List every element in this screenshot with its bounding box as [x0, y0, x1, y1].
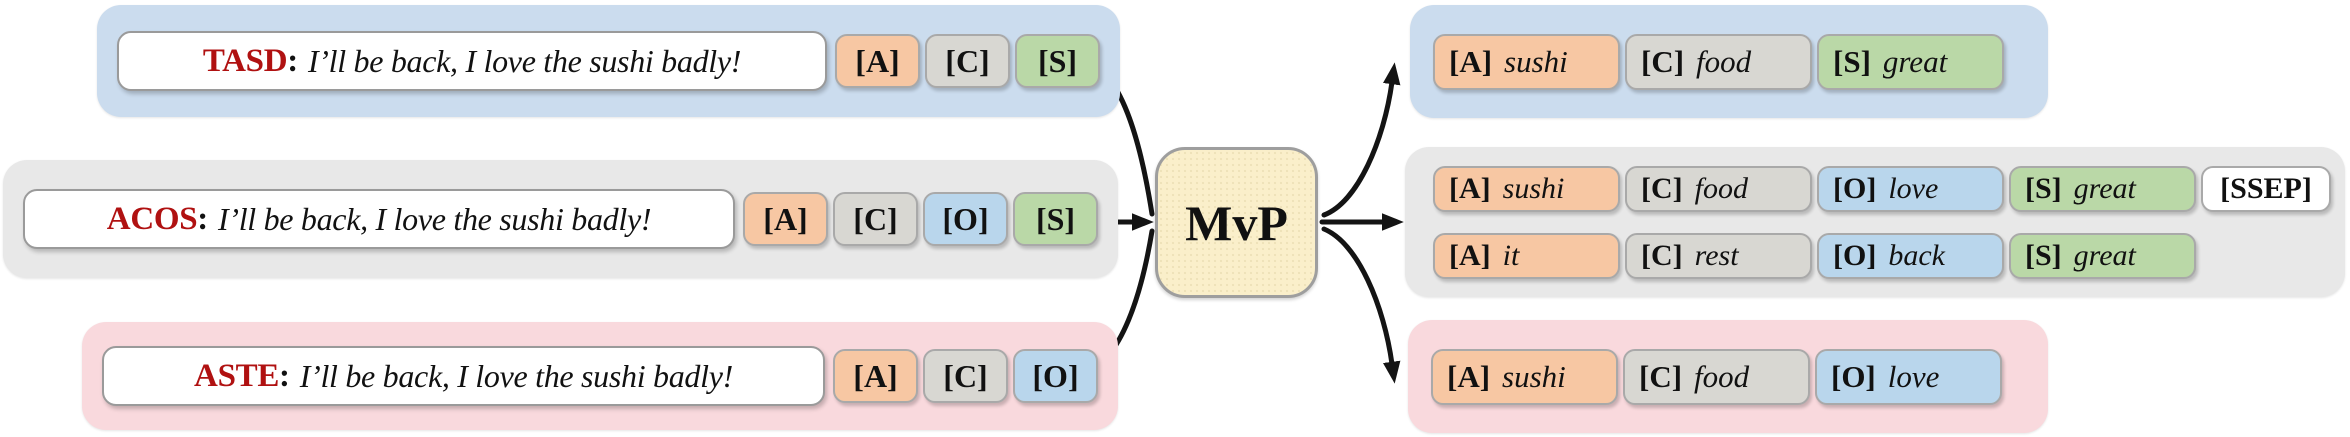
tag-label: [O]	[1831, 358, 1876, 394]
tag-value: food	[1696, 43, 1752, 79]
tag-label: [SSEP]	[2220, 171, 2312, 205]
tag-value: food	[1694, 358, 1750, 394]
task-name-label: ASTE	[194, 357, 280, 394]
sentence-text: I’ll be back, I love the sushi badly!	[299, 357, 734, 394]
input-box-acos: ACOS: I’ll be back, I love the sushi badl…	[3, 160, 1118, 278]
tag-label: [C]	[945, 42, 990, 79]
tag-chip-a: [A]	[833, 349, 918, 403]
tag-label: [C]	[943, 357, 988, 394]
task-colon: :	[287, 42, 298, 79]
tag-value: sushi	[1504, 43, 1568, 79]
tag-chip-a: [A]	[743, 192, 828, 246]
tag-chip-a: [A]	[835, 34, 920, 88]
output-chip-row: [A] sushi [C] food [O] love	[1431, 348, 2002, 405]
mvp-label: MvP	[1185, 194, 1288, 251]
sentence-box: TASD:I’ll be back, I love the sushi badl…	[117, 31, 827, 91]
task-name-label: TASD	[202, 42, 288, 79]
tag-chip-s: [S] great	[2009, 165, 2196, 212]
tag-value: rest	[1694, 238, 1739, 272]
tag-chip-a: [A] sushi	[1431, 348, 1618, 405]
sentence-text: I’ll be back, I love the sushi badly!	[218, 200, 652, 237]
tag-label: [C]	[853, 200, 898, 237]
tag-label: [C]	[1641, 238, 1683, 272]
output-box-tasd: [A] sushi [C] food [S] great	[1410, 5, 2048, 118]
tag-chip-c: [C] food	[1623, 348, 1810, 405]
mvp-model-box: MvP	[1155, 147, 1318, 298]
tag-value: great	[2073, 238, 2136, 272]
tag-chip-s: [S]	[1013, 192, 1098, 246]
tag-value: great	[2073, 171, 2136, 205]
tag-value: sushi	[1502, 358, 1566, 394]
task-name-label: ACOS	[106, 200, 198, 237]
tag-label: [A]	[763, 200, 808, 237]
output-chip-row: [A] sushi [C] food [S] great	[1433, 33, 2004, 90]
tag-chip-a: [A] it	[1433, 232, 1620, 279]
tag-label: [C]	[1641, 171, 1683, 205]
tag-chip-c: [C]	[833, 192, 918, 246]
sentence-box: ACOS: I’ll be back, I love the sushi badl…	[23, 189, 735, 249]
tag-chip-s: [S] great	[2009, 232, 2196, 279]
tag-label: [A]	[853, 357, 898, 394]
tag-label: [S]	[1035, 200, 1076, 237]
tag-chip-ssep: [SSEP]	[2201, 165, 2331, 212]
tag-chip-s: [S] great	[1817, 33, 2004, 90]
sentence-box: ASTE:I’ll be back, I love the sushi badl…	[102, 346, 825, 406]
tag-value: love	[1887, 358, 1940, 394]
tag-label: [C]	[1639, 358, 1683, 394]
task-colon: :	[197, 200, 208, 237]
tag-label: [O]	[1833, 238, 1877, 272]
tag-label: [O]	[942, 200, 989, 237]
tag-label: [S]	[2025, 171, 2062, 205]
arrow-mvp-to-top-output	[1321, 62, 1401, 218]
tag-label: [S]	[2025, 238, 2062, 272]
tag-label: [C]	[1641, 43, 1685, 79]
tag-label: [S]	[1037, 42, 1078, 79]
output-box-acos: [A] sushi [C] food [O] love [S] great [SSEP] [A] i…	[1405, 147, 2345, 297]
tag-value: great	[1882, 43, 1948, 79]
tag-label: [A]	[855, 42, 900, 79]
input-box-aste: ASTE:I’ll be back, I love the sushi badl…	[82, 322, 1118, 430]
tag-value: sushi	[1502, 171, 1565, 205]
output-box-aste: [A] sushi [C] food [O] love	[1408, 320, 2048, 433]
tag-chip-o: [O]	[1013, 349, 1098, 403]
tag-chip-o: [O] back	[1817, 232, 2004, 279]
tag-chip-c: [C] food	[1625, 33, 1812, 90]
tag-label: [A]	[1447, 358, 1491, 394]
tag-chip-a: [A] sushi	[1433, 33, 1620, 90]
input-box-tasd: TASD:I’ll be back, I love the sushi badl…	[97, 5, 1120, 117]
tag-chip-c: [C] food	[1625, 165, 1812, 212]
tag-chip-c: [C]	[925, 34, 1010, 88]
tag-label: [O]	[1032, 357, 1079, 394]
tag-label: [S]	[1833, 43, 1871, 79]
tag-label: [A]	[1449, 171, 1491, 205]
output-chip-row: [A] sushi [C] food [O] love [S] great [SSEP]	[1433, 165, 2331, 212]
tag-label: [O]	[1833, 171, 1877, 205]
tag-chip-c: [C] rest	[1625, 232, 1812, 279]
tag-chip-o: [O] love	[1817, 165, 2004, 212]
arrow-mvp-to-bottom-output	[1321, 226, 1401, 384]
tag-chip-o: [O]	[923, 192, 1008, 246]
tag-label: [A]	[1449, 238, 1491, 272]
tag-chip-o: [O] love	[1815, 348, 2002, 405]
tag-chip-s: [S]	[1015, 34, 1100, 88]
task-colon: :	[279, 357, 290, 394]
tag-chip-c: [C]	[923, 349, 1008, 403]
tag-label: [A]	[1449, 43, 1493, 79]
tag-chip-a: [A] sushi	[1433, 165, 1620, 212]
tag-value: food	[1694, 171, 1748, 205]
tag-value: it	[1502, 238, 1520, 272]
tag-value: back	[1888, 238, 1945, 272]
sentence-text: I’ll be back, I love the sushi badly!	[307, 42, 742, 79]
tag-value: love	[1888, 171, 1939, 205]
output-chip-row: [A] it [C] rest [O] back [S] great	[1433, 232, 2196, 279]
